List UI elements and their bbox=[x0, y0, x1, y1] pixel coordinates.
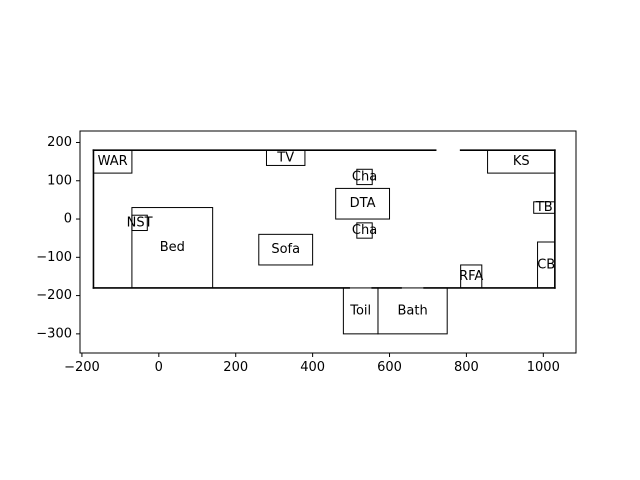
room-war bbox=[92, 149, 133, 174]
x-tick-label: 600 bbox=[377, 360, 402, 375]
room-sofa bbox=[258, 233, 314, 266]
y-tick-label: 0 bbox=[64, 212, 72, 227]
y-axis: 200 100 0 −100 −200 −300 bbox=[36, 135, 80, 341]
y-tick-label: 100 bbox=[47, 173, 72, 188]
plot-frame bbox=[79, 130, 577, 354]
room-tv bbox=[265, 149, 306, 166]
x-tick-label: 800 bbox=[454, 360, 479, 375]
room-label-nst: NST bbox=[127, 215, 153, 230]
room-rfa bbox=[460, 264, 483, 289]
room-label-tb: TB bbox=[535, 200, 553, 215]
x-tick-label: 1000 bbox=[527, 360, 560, 375]
x-tick-label: 400 bbox=[300, 360, 325, 375]
room-label-bed: Bed bbox=[160, 240, 185, 255]
x-tick-label: 0 bbox=[155, 360, 163, 375]
x-tick-label: −200 bbox=[64, 360, 100, 375]
y-tick-label: −300 bbox=[36, 326, 72, 341]
room-label-sofa: Sofa bbox=[271, 242, 300, 257]
x-axis: −200 0 200 400 600 800 1000 bbox=[64, 353, 560, 375]
room-label-cb: CB bbox=[537, 257, 555, 272]
room-label-toil: Toil bbox=[349, 303, 371, 318]
room-tb bbox=[533, 201, 556, 214]
room-cha-top bbox=[356, 168, 373, 186]
y-tick-label: −100 bbox=[36, 250, 72, 265]
room-label-tv: TV bbox=[276, 150, 294, 165]
room-cha-bottom bbox=[356, 222, 373, 239]
room-label-bath: Bath bbox=[397, 303, 427, 318]
room-label-cha-top: Cha bbox=[352, 169, 377, 184]
outer-walls bbox=[92, 149, 556, 289]
room-bed bbox=[131, 207, 214, 289]
room-ks bbox=[487, 149, 556, 174]
room-label-dta: DTA bbox=[350, 196, 376, 211]
room-label-ks: KS bbox=[513, 154, 530, 169]
room-label-rfa: RFA bbox=[459, 269, 483, 284]
y-tick-label: −200 bbox=[36, 288, 72, 303]
room-label-war: WAR bbox=[98, 154, 128, 169]
room-bath bbox=[377, 287, 448, 335]
x-tick-label: 200 bbox=[223, 360, 248, 375]
y-tick-label: 200 bbox=[47, 135, 72, 150]
room-dta bbox=[335, 187, 391, 220]
room-label-cha-bottom: Cha bbox=[352, 223, 377, 238]
room-cb bbox=[537, 241, 556, 289]
